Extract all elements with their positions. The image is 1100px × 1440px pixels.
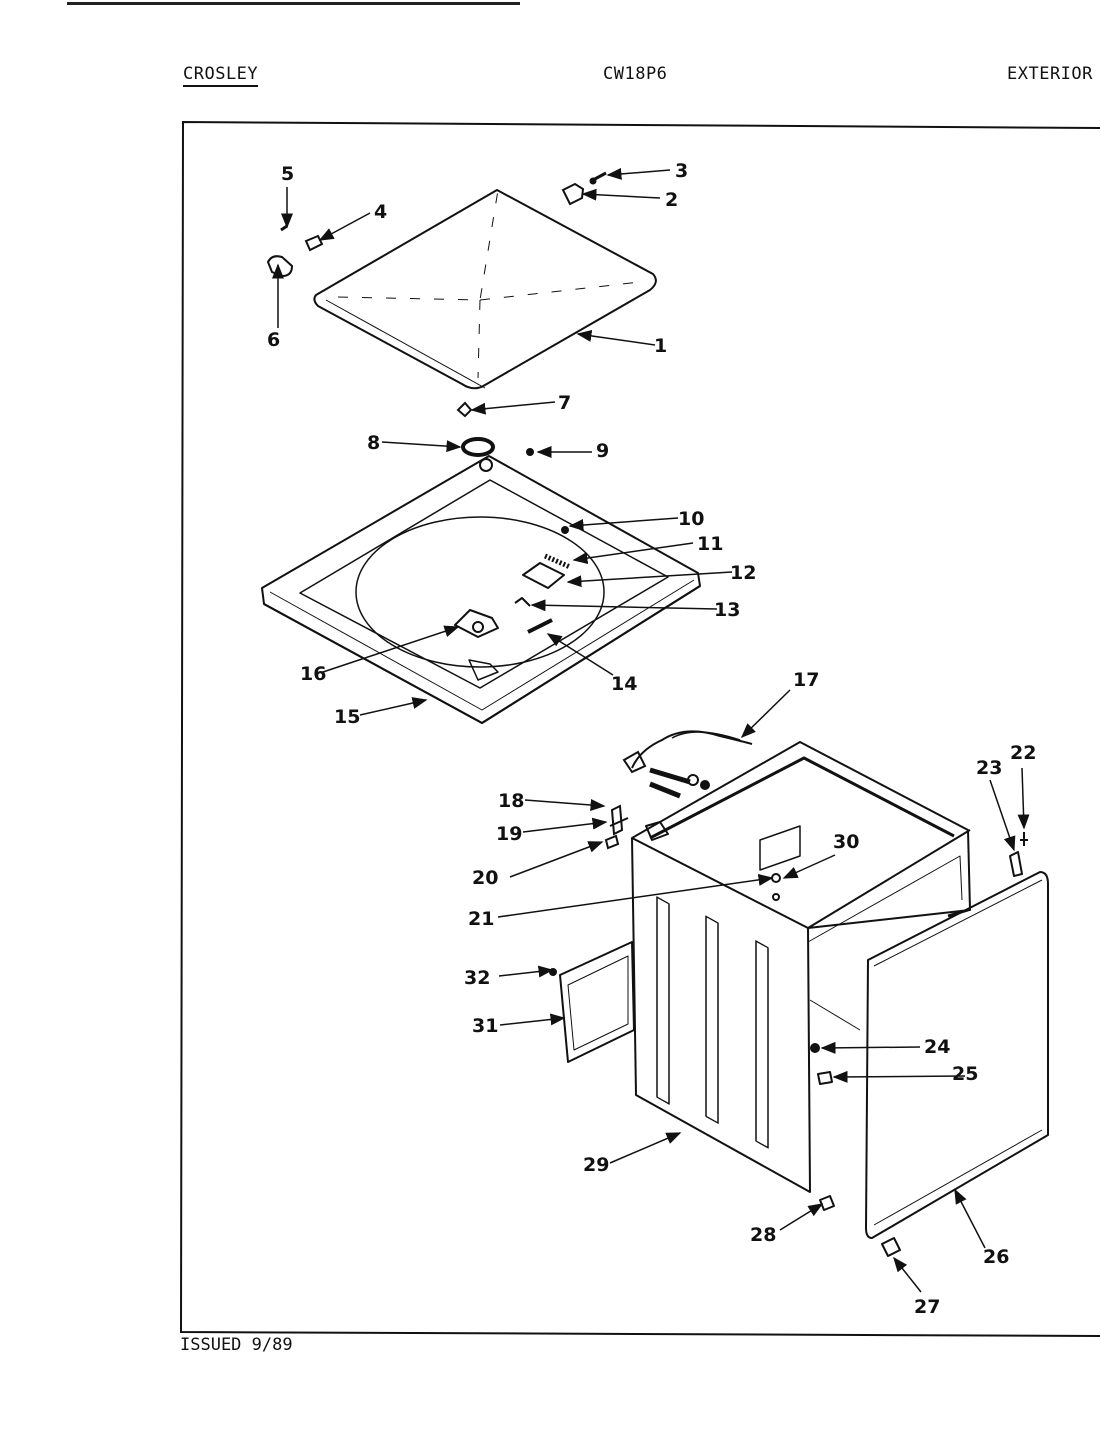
power-cord-part [622,730,753,799]
callout-8: 8 [367,432,380,454]
top-cover-part [261,437,701,724]
diagram-frame [179,120,1100,1337]
callout-12: 12 [730,562,756,584]
callout-26: 26 [983,1246,1009,1268]
callout-24: 24 [924,1036,950,1058]
bracket-hardware [604,804,629,850]
callout-21: 21 [468,908,494,930]
callout-28: 28 [750,1224,776,1246]
brand-label: CROSLEY [183,64,259,87]
callout-23: 23 [976,757,1002,779]
callout-9: 9 [596,440,609,462]
callout-3: 3 [675,160,688,182]
callout-10: 10 [678,508,704,530]
callout-11: 11 [697,533,723,555]
leader-lines [272,167,1030,1293]
callout-2: 2 [665,189,678,211]
callout-labels: 1 2 3 4 5 6 7 8 9 10 11 12 13 14 15 16 1… [267,160,1036,1318]
callout-25: 25 [952,1063,978,1085]
callout-27: 27 [914,1296,940,1318]
lid-part [313,189,657,390]
callout-15: 15 [334,706,360,728]
callout-19: 19 [496,823,522,845]
callout-16: 16 [300,663,326,685]
callout-30: 30 [833,831,859,853]
callout-32: 32 [464,967,490,989]
callout-4: 4 [374,201,387,223]
callout-17: 17 [793,669,819,691]
issued-date: ISSUED 9/89 [180,1335,293,1355]
callout-29: 29 [583,1154,609,1176]
top-rule [67,2,520,5]
callout-14: 14 [611,673,637,695]
callout-31: 31 [472,1015,498,1037]
callout-13: 13 [714,599,740,621]
callout-7: 7 [558,392,571,414]
section-label: EXTERIOR [1007,64,1093,84]
service-panel-part [549,941,635,1063]
callout-18: 18 [498,790,524,812]
callout-1: 1 [654,335,667,357]
callout-22: 22 [1010,742,1036,764]
callout-6: 6 [267,329,280,351]
model-label: CW18P6 [603,64,668,84]
cabinet-part [631,741,971,1193]
callout-20: 20 [472,867,498,889]
front-panel-part [810,832,1049,1257]
callout-5: 5 [281,163,294,185]
